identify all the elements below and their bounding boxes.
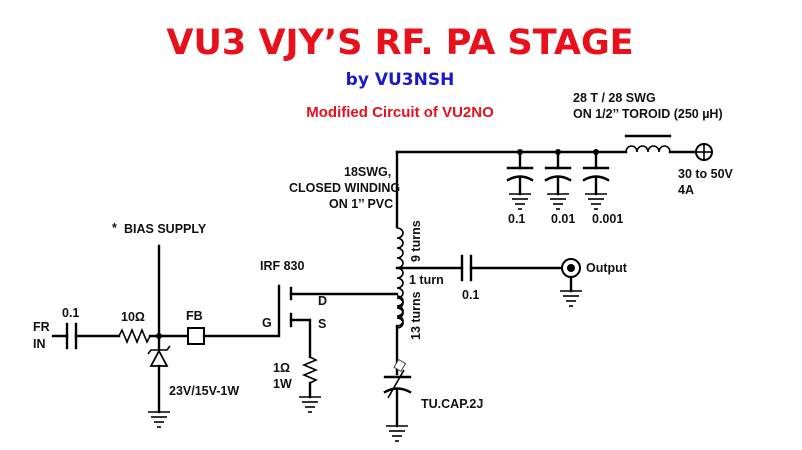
bypass-capacitor-3: 0.001: [582, 149, 623, 226]
svg-text:BIAS SUPPLY: BIAS SUPPLY: [124, 222, 207, 236]
gate-label: G: [262, 316, 272, 330]
bias-junction: [156, 333, 162, 339]
svg-text:0.1: 0.1: [508, 212, 525, 226]
supply-terminal: 30 to 50V 4A: [678, 143, 734, 197]
svg-text:0.1: 0.1: [462, 288, 479, 302]
svg-text:ON 1/2’’ TOROID (250 µH): ON 1/2’’ TOROID (250 µH): [573, 107, 723, 121]
output-connector: Output: [561, 258, 628, 293]
svg-text:TU.CAP.2J: TU.CAP.2J: [421, 397, 483, 411]
svg-text:1W: 1W: [273, 377, 292, 391]
svg-text:0.001: 0.001: [592, 212, 623, 226]
svg-text:18SWG,: 18SWG,: [344, 165, 391, 179]
svg-text:1Ω: 1Ω: [273, 361, 290, 375]
svg-text:Output: Output: [586, 261, 628, 275]
svg-text:23V/15V-1W: 23V/15V-1W: [169, 384, 239, 398]
svg-text:S: S: [318, 317, 326, 331]
bias-supply-label: * BIAS SUPPLY: [112, 221, 207, 236]
zener-diode: 23V/15V-1W: [147, 345, 239, 414]
bypass-capacitor-2: 0.01: [544, 149, 575, 226]
bypass-capacitor-1: 0.1: [506, 149, 534, 226]
ferrite-bead: FB: [186, 309, 205, 345]
byline: by VU3NSH: [346, 70, 455, 90]
ground-source: [299, 396, 321, 413]
svg-text:IN: IN: [33, 337, 46, 351]
input-capacitor: 0.1: [62, 306, 79, 350]
svg-text:0.1: 0.1: [62, 306, 79, 320]
rf-choke: 28 T / 28 SWG ON 1/2’’ TOROID (250 µH): [573, 91, 723, 153]
svg-text:28 T / 28 SWG: 28 T / 28 SWG: [573, 91, 656, 105]
svg-text:ON 1’’ PVC: ON 1’’ PVC: [329, 197, 393, 211]
ground-trimmer: [386, 425, 408, 442]
svg-text:4A: 4A: [678, 183, 694, 197]
svg-text:IRF 830: IRF 830: [260, 259, 305, 273]
input-resistor: 10Ω: [118, 310, 151, 345]
tank-coil: 18SWG, CLOSED WINDING ON 1’’ PVC 9 turns…: [289, 165, 444, 340]
svg-text:13 turns: 13 turns: [409, 291, 423, 340]
svg-text:*: *: [112, 221, 117, 235]
svg-text:CLOSED WINDING: CLOSED WINDING: [289, 181, 400, 195]
ground-zener: [148, 411, 170, 428]
svg-text:D: D: [318, 294, 327, 308]
svg-text:1 turn: 1 turn: [409, 273, 444, 287]
svg-text:0.01: 0.01: [551, 212, 575, 226]
diagram-title: VU3 VJY’S RF. PA STAGE: [166, 23, 633, 63]
source-resistor: 1Ω 1W: [273, 356, 319, 399]
svg-text:30 to 50V: 30 to 50V: [678, 167, 734, 181]
svg-text:9 turns: 9 turns: [409, 220, 423, 262]
trimmer-capacitor: TU.CAP.2J: [383, 358, 483, 411]
svg-text:FB: FB: [186, 309, 203, 323]
input-terminal: FR IN: [33, 320, 50, 351]
ground-output: [560, 290, 582, 307]
svg-text:10Ω: 10Ω: [121, 310, 145, 324]
mosfet-irf830: IRF 830 D S: [260, 259, 399, 359]
subtitle: Modified Circuit of VU2NO: [306, 104, 494, 121]
svg-text:FR: FR: [33, 320, 50, 334]
output-capacitor: 0.1: [460, 254, 479, 302]
